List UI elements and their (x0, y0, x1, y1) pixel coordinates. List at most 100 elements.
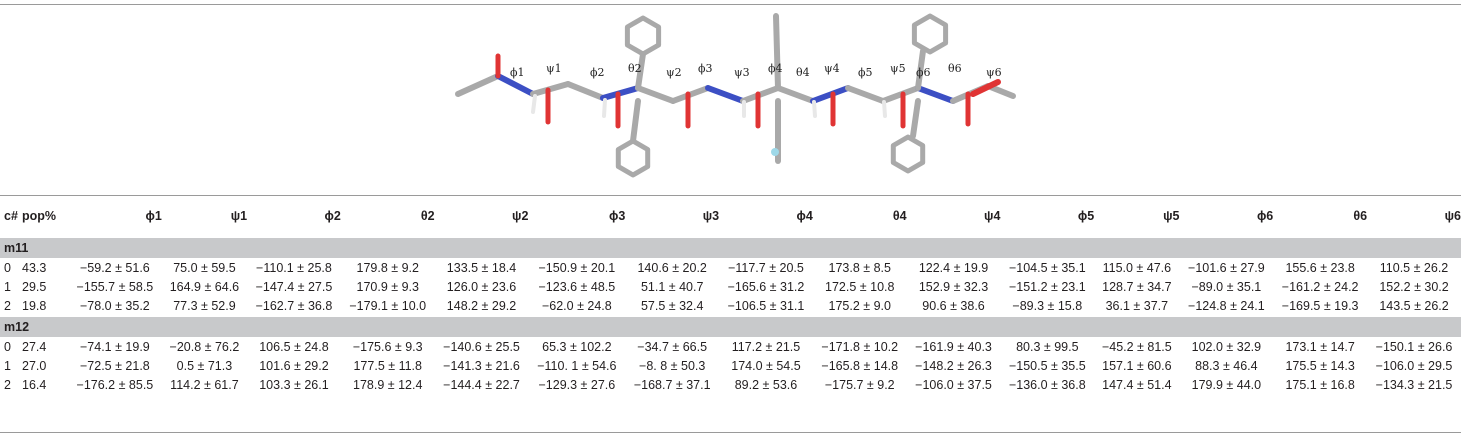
table-cell: 175.2 ± 9.0 (828, 298, 891, 313)
table-cell: 179.8 ± 9.2 (356, 260, 419, 275)
backbone-bond (565, 81, 606, 101)
table-cell: 1 (4, 358, 11, 373)
phenyl-ring (911, 13, 949, 55)
backbone-bond (455, 73, 501, 97)
table-cell: −162.7 ± 36.8 (255, 298, 333, 313)
table-cell: −74.1 ± 19.9 (80, 339, 150, 354)
table-cell: 27.0 (22, 358, 47, 373)
table-cell: −136.0 ± 36.8 (1008, 377, 1086, 392)
table-cell: −176.2 ± 85.5 (76, 377, 154, 392)
group-label: m12 (0, 315, 1461, 337)
dihedral-label: ψ2 (666, 66, 682, 79)
table-cell: −161.2 ± 24.2 (1281, 279, 1359, 294)
table-cell: 177.5 ± 11.8 (353, 358, 422, 373)
column-header: ψ5 (1163, 209, 1180, 223)
table-cell: −117.7 ± 20.5 (728, 260, 804, 275)
backbone-bonds (455, 13, 1016, 178)
table-cell: 172.5 ± 10.8 (825, 279, 895, 294)
dihedral-label: ϕ6 (916, 66, 931, 79)
nh-bond (882, 100, 887, 118)
table-cell: −78.0 ± 35.2 (80, 298, 150, 313)
table-cell: 27.4 (22, 339, 47, 354)
table-cell: 164.9 ± 64.6 (169, 279, 240, 294)
table-cell: −45.2 ± 81.5 (1101, 339, 1172, 354)
table-cell: −129.3 ± 27.6 (538, 377, 616, 392)
side-chain-bond (915, 48, 926, 91)
table-cell: −62.0 ± 24.8 (541, 298, 612, 313)
table-cell: 178.9 ± 12.4 (353, 377, 423, 392)
table-cell: 114.2 ± 61.7 (170, 377, 239, 392)
table-cell: 90.6 ± 38.6 (922, 298, 985, 313)
table-cell: 65.3 ± 102.2 (542, 339, 612, 354)
table-cell: 152.2 ± 30.2 (1379, 279, 1449, 294)
dihedral-label: θ2 (628, 62, 642, 75)
table-cell: 155.6 ± 23.8 (1285, 260, 1355, 275)
table-cell: −155.7 ± 58.5 (76, 279, 154, 294)
dihedral-label: ψ5 (890, 62, 906, 75)
group-row: m12 (0, 315, 1461, 337)
dihedral-label: ϕ4 (768, 62, 783, 75)
column-header: θ6 (1353, 209, 1368, 223)
table-cell: 175.5 ± 14.3 (1285, 358, 1355, 373)
table-cell: −169.5 ± 19.3 (1281, 298, 1359, 313)
table-cell: 173.8 ± 8.5 (828, 260, 891, 275)
table-cell: −106.5 ± 31.1 (727, 298, 805, 313)
dihedral-label: ϕ5 (858, 66, 873, 79)
table-cell: −110.1 ± 25.8 (256, 260, 332, 275)
table-cell: 102.0 ± 32.9 (1191, 339, 1262, 354)
table-cell: 173.1 ± 14.7 (1285, 339, 1355, 354)
table-cell: 36.1 ± 37.7 (1105, 298, 1169, 313)
column-header: ψ1 (230, 209, 248, 223)
table-cell: 148.2 ± 29.2 (446, 298, 517, 313)
side-chain-bond (910, 98, 921, 139)
table-cell: −150.9 ± 20.1 (538, 260, 616, 275)
table-cell: 179.9 ± 44.0 (1191, 377, 1262, 392)
table-cell: −141.3 ± 21.6 (443, 358, 520, 373)
table-cell: 140.6 ± 20.2 (637, 260, 707, 275)
nh-bond (812, 100, 817, 118)
table-cell: −124.8 ± 24.1 (1188, 298, 1265, 313)
top-rule (0, 4, 1461, 5)
column-header: ψ6 (1444, 209, 1461, 223)
column-header: c# (4, 209, 18, 223)
side-chain-bond (635, 51, 646, 91)
nh-bond (531, 94, 537, 114)
table-cell: 1 (4, 279, 11, 294)
table-cell: 2 (4, 298, 11, 313)
table-cell: −151.2 ± 23.1 (1008, 279, 1086, 294)
column-header: pop% (22, 209, 57, 223)
table-cell: −134.3 ± 21.5 (1375, 377, 1453, 392)
column-header: ϕ3 (608, 209, 626, 223)
dihedral-label: ψ1 (546, 62, 562, 75)
table-cell: 89.2 ± 53.6 (734, 377, 798, 392)
table-cell: −140.6 ± 25.5 (443, 339, 520, 354)
table-cell: 106.5 ± 24.8 (259, 339, 329, 354)
table-cell: 19.8 (22, 298, 47, 313)
figure-rule (0, 195, 1461, 196)
table-cell: 57.5 ± 32.4 (640, 298, 704, 313)
column-header: ϕ5 (1077, 209, 1095, 223)
table-cell: 175.1 ± 16.8 (1285, 377, 1355, 392)
table-cell: 101.6 ± 29.2 (259, 358, 329, 373)
table-row: 2 19.8 −78.0 ± 35.2 77.3 ± 52.9 −162.7 ± 36.… (0, 296, 1461, 316)
dihedral-label: ψ4 (824, 62, 840, 75)
table-cell: 117.2 ± 21.5 (731, 339, 801, 354)
dihedral-label: ψ6 (986, 66, 1002, 79)
dihedral-label: θ6 (948, 62, 962, 75)
phenyl-ring (890, 134, 926, 174)
table-cell: −34.7 ± 66.5 (637, 339, 708, 354)
table-cell: 77.3 ± 52.9 (173, 298, 236, 313)
side-chain-bond (630, 98, 641, 144)
table-cell: 143.5 ± 26.2 (1379, 298, 1449, 313)
table-cell: −161.9 ± 40.3 (915, 339, 992, 354)
column-header: θ2 (420, 209, 435, 223)
backbone-bond (635, 85, 676, 104)
side-chain-bond (773, 13, 781, 91)
column-header: ψ3 (702, 209, 720, 223)
table-cell: −72.5 ± 21.8 (80, 358, 150, 373)
table-cell: 2 (4, 377, 11, 392)
